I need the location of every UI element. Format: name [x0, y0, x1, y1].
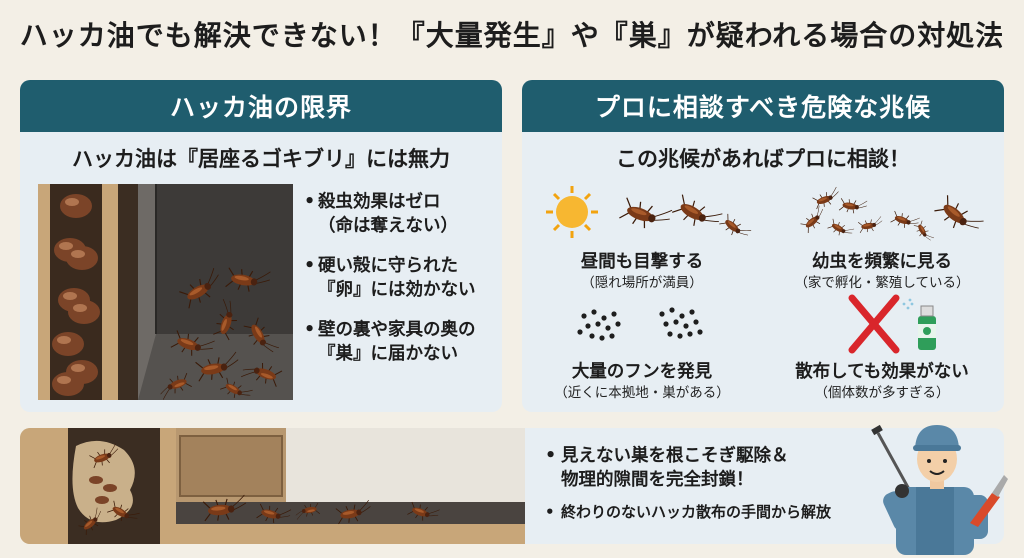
bullet-no-kill: 殺虫効果はゼロ （命は奪えない） [304, 190, 496, 238]
bullet-eggs: 硬い殻に守られた 『卵』には効かない [304, 254, 496, 302]
sign-label: 大量のフンを発見 [571, 362, 713, 382]
warning-signs-panel: プロに相談すべき危険な兆候 この兆候があればプロに相談！ 昼間も目撃する （隠れ… [522, 80, 1004, 412]
sign-droppings: 大量のフンを発見 （近くに本拠地・巣がある） [532, 294, 752, 402]
page-title: ハッカ油でも解決できない！『大量発生』や『巣』が疑われる場合の対処法 [19, 19, 1005, 52]
warning-panel-header: プロに相談すべき危険な兆候 [522, 80, 1004, 132]
nymphs-icon [798, 186, 985, 245]
sign-note: （近くに本拠地・巣がある） [554, 385, 730, 401]
sign-label: 昼間も目撃する [580, 252, 704, 272]
sign-label: 幼虫を頻繁に見る [812, 252, 952, 272]
sign-label: 散布しても効果がない [795, 362, 969, 382]
solution-sub-point: 終わりのないハッカ散布の手間から解放 [545, 502, 885, 522]
egg-case-icon [89, 476, 117, 504]
bullet-nest: 壁の裏や家具の奥の 『巣』に届かない [304, 318, 496, 366]
wall-cavity-illustration [38, 184, 293, 400]
sign-daytime-sighting: 昼間も目撃する （隠れ場所が満員） [532, 184, 752, 292]
sign-note: （家で孵化・繁殖している） [794, 275, 970, 291]
limits-subheading: ハッカ油は『居座るゴキブリ』には無力 [72, 147, 450, 171]
pest-control-worker-illustration [871, 424, 1008, 555]
solution-banner: 見えない巣を根こそぎ駆除＆ 物理的隙間を完全封鎖！ 終わりのないハッカ散布の手間… [20, 428, 1004, 544]
wall-interior-nest-illustration [20, 428, 525, 544]
solution-main-point: 見えない巣を根こそぎ駆除＆ 物理的隙間を完全封鎖！ [545, 444, 885, 492]
sign-note: （個体数が多すぎる） [814, 385, 950, 401]
warning-subheading: この兆候があればプロに相談！ [616, 147, 910, 171]
sun-and-cockroaches-icon [546, 186, 752, 244]
limits-panel: ハッカ油の限界 ハッカ油は『居座るゴキブリ』には無力 [20, 80, 502, 412]
sign-nymphs: 幼虫を頻繁に見る （家で孵化・繁殖している） [772, 184, 992, 292]
cross-and-spray-icon [848, 294, 936, 354]
solution-points: 見えない巣を根こそぎ駆除＆ 物理的隙間を完全封鎖！ 終わりのないハッカ散布の手間… [545, 444, 885, 522]
droppings-icon [577, 307, 703, 341]
sign-note: （隠れ場所が満員） [581, 275, 703, 291]
limits-bullet-list: 殺虫効果はゼロ （命は奪えない） 硬い殻に守られた 『卵』には効かない 壁の裏や… [304, 190, 496, 382]
sign-no-effect: 散布しても効果がない （個体数が多すぎる） [772, 294, 992, 402]
limits-panel-header: ハッカ油の限界 [20, 80, 502, 132]
